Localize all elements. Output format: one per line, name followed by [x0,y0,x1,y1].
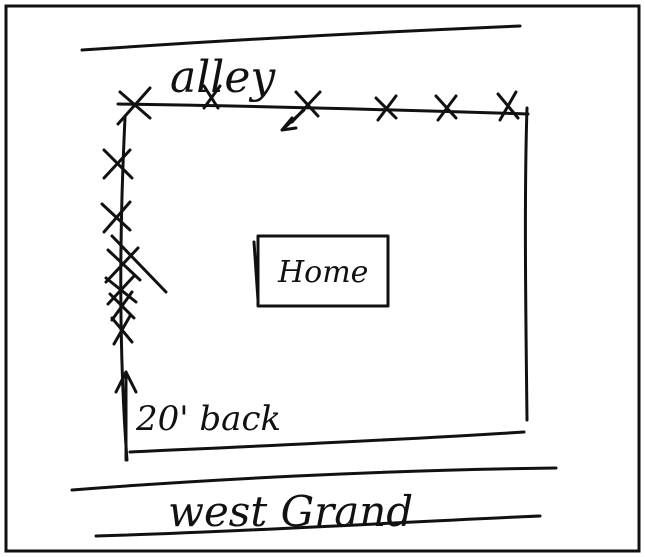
home-label: Home [277,255,368,290]
fence-arrow [282,110,304,130]
west-grand-label: west Grand [168,487,413,536]
lot-right-edge [525,108,527,420]
distance-label: 20' back [135,399,281,439]
alley-label: alley [170,52,276,103]
alley-line [82,26,520,50]
distance-arrow [116,372,136,460]
lot-top-edge [118,104,528,114]
